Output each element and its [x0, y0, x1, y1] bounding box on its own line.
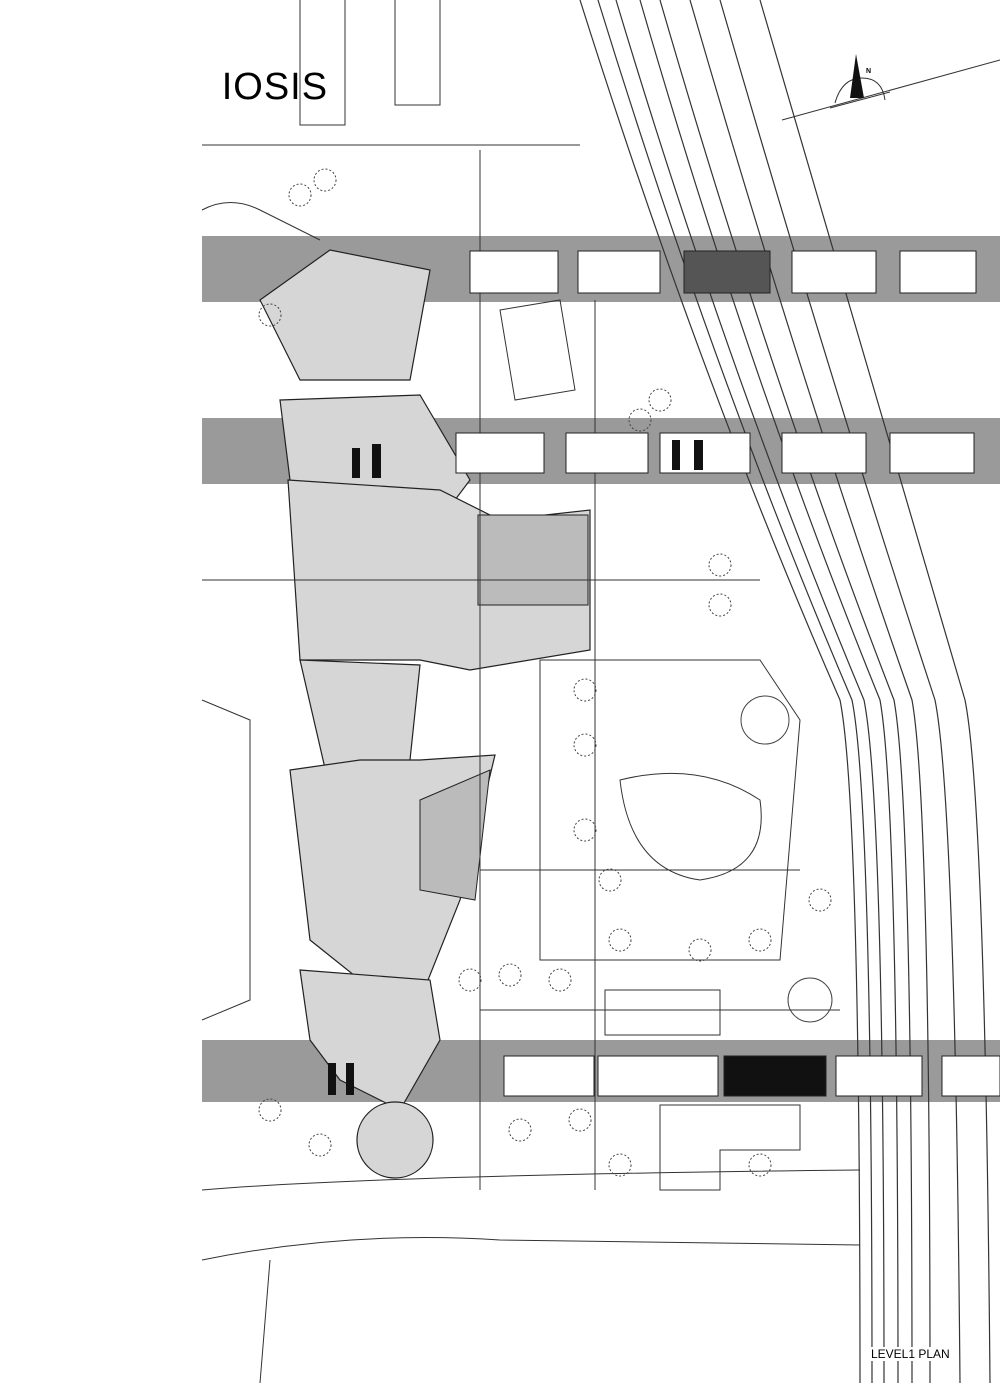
- sheet-title: SYMBIOSIS: [110, 66, 328, 109]
- site-outlines: [201, 0, 1000, 1383]
- concept-sketches: [11, 199, 191, 1316]
- auditorium-seating: [419, 514, 589, 901]
- title-part-light: SYMB: [110, 66, 222, 108]
- plan-label: LEVEL1 PLAN: [870, 1347, 951, 1361]
- building-footprints: [259, 249, 591, 1179]
- trees: [258, 168, 833, 1177]
- human-figures: [328, 440, 703, 1095]
- north-arrow-icon: [829, 54, 891, 109]
- north-label: N: [866, 68, 872, 75]
- rail-lines: [579, 0, 991, 1383]
- title-part-dark: IOSIS: [221, 66, 329, 108]
- thumbnail-frames: [455, 250, 1000, 1097]
